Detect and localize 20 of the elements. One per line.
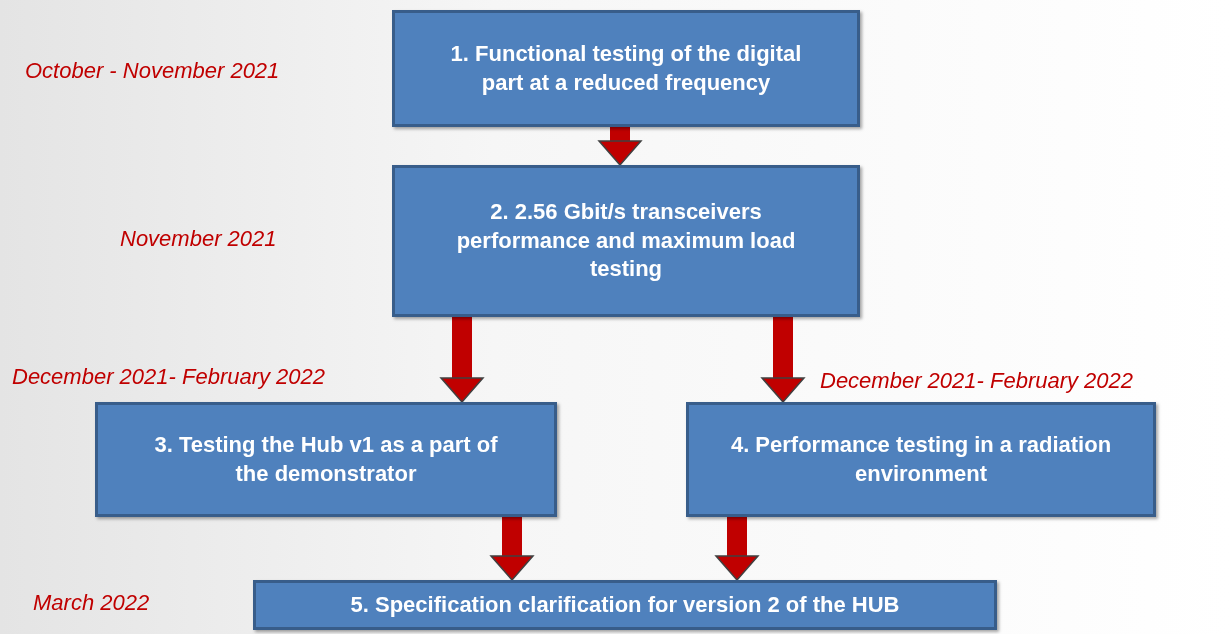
- step-text: 2. 2.56 Gbit/s transceivers performance and maximum load testing: [455, 198, 797, 284]
- step-text: 5. Specification clarification for version 2 of the HUB: [349, 590, 901, 619]
- date-label: November 2021: [120, 226, 277, 252]
- process-box: [686, 402, 1156, 517]
- date-label: December 2021- February 2022: [820, 368, 1134, 394]
- block-arrow: [715, 517, 759, 581]
- date-label: March 2022: [33, 590, 150, 616]
- process-box: [392, 10, 860, 127]
- block-arrow: [598, 127, 642, 166]
- process-box: [253, 580, 997, 630]
- step-text: 3. Testing the Hub v1 as a part of the demonstrator: [153, 430, 499, 488]
- block-arrow: [761, 317, 805, 403]
- block-arrow: [440, 317, 484, 403]
- step-text: 4. Performance testing in a radiation environment: [729, 430, 1113, 488]
- process-box: [392, 165, 860, 317]
- date-label: December 2021- February 2022: [12, 364, 326, 390]
- block-arrow: [490, 517, 534, 581]
- process-box: [95, 402, 557, 517]
- date-label: October - November 2021: [25, 58, 280, 84]
- step-text: 1. Functional testing of the digital part at a reduced frequency: [449, 39, 803, 97]
